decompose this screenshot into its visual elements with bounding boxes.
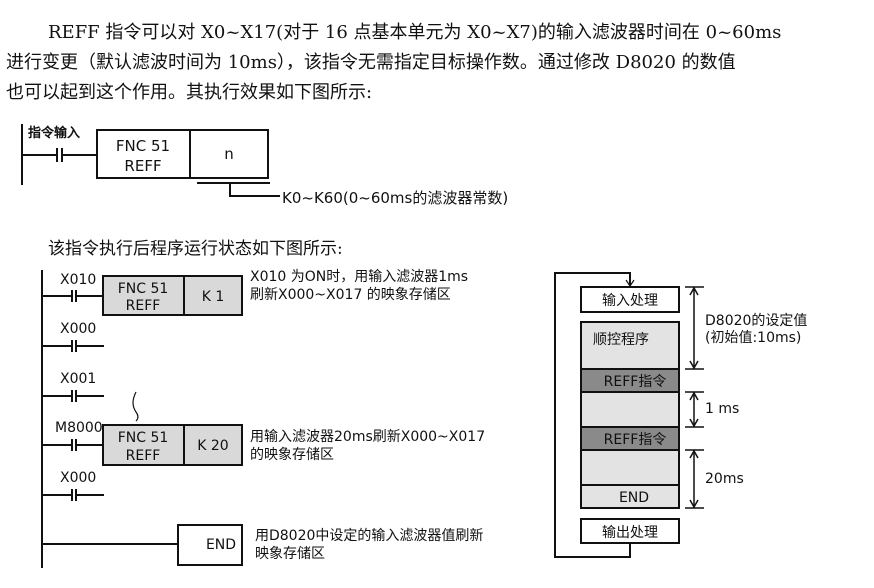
rung4-comment-2: 的映象存储区	[250, 447, 334, 463]
rung4-mnemonic: REFF	[126, 448, 161, 464]
operand-note: K0~K60(0~60ms的滤波器常数)	[282, 189, 508, 207]
end-block: END	[619, 490, 649, 506]
dimension-d8020: D8020的设定值	[705, 313, 807, 329]
ladder-diagram	[41, 270, 243, 568]
contact-x001: X001	[60, 371, 96, 387]
rung1-comment-1: X010 为ON时，用输入滤波器1ms	[250, 269, 468, 285]
reff-block-1: REFF指令	[604, 374, 667, 390]
omission-squiggle	[132, 391, 139, 422]
paragraph-line-2: 进行变更（默认滤波时间为 10ms），该指令无需指定目标操作数。通过修改 D80…	[6, 52, 736, 73]
output-process: 输出处理	[602, 525, 658, 541]
mnemonic-label: REFF	[124, 157, 161, 175]
sequence-program: 顺控程序	[593, 332, 649, 348]
paragraph-line-3: 也可以起到这个作用。其执行效果如下图所示:	[6, 82, 373, 103]
contact-x010: X010	[60, 272, 96, 288]
input-process: 输入处理	[602, 293, 658, 309]
dimension-initial-value: (初始值:10ms)	[705, 329, 801, 346]
rung1-operand: K 1	[202, 289, 225, 305]
contact-x000: X000	[60, 321, 96, 337]
fnc-label: FNC 51	[116, 137, 170, 155]
operand-label: n	[224, 145, 234, 163]
end-instruction: END	[206, 537, 236, 553]
rung4-fnc: FNC 51	[118, 430, 169, 446]
rung1-comment-2: 刷新X000~X017 的映象存储区	[250, 287, 451, 303]
format-diagram	[21, 124, 280, 197]
input-label: 指令输入	[28, 125, 80, 141]
rung1-mnemonic: REFF	[126, 298, 161, 314]
dimension-1ms: 1 ms	[705, 401, 739, 417]
paragraph-line-1: REFF 指令可以对 X0~X17(对于 16 点基本单元为 X0~X7)的输入…	[48, 22, 782, 43]
caption-2: 该指令执行后程序运行状态如下图所示:	[48, 239, 343, 259]
reff-block-2: REFF指令	[604, 432, 667, 448]
contact-m8000: M8000	[55, 420, 103, 436]
instruction-box	[96, 129, 191, 179]
rung4-comment-1: 用输入滤波器20ms刷新X000~X017	[250, 429, 485, 445]
rung1-fnc: FNC 51	[118, 281, 169, 297]
scan-cycle-diagram	[554, 272, 704, 558]
end-comment-1: 用D8020中设定的输入滤波器值刷新	[255, 528, 483, 544]
end-comment-2: 映象存储区	[255, 546, 325, 562]
contact-x000-2: X000	[60, 470, 96, 486]
rung4-operand: K 20	[197, 438, 228, 454]
operand-box	[189, 129, 269, 179]
dimension-20ms: 20ms	[705, 471, 744, 487]
